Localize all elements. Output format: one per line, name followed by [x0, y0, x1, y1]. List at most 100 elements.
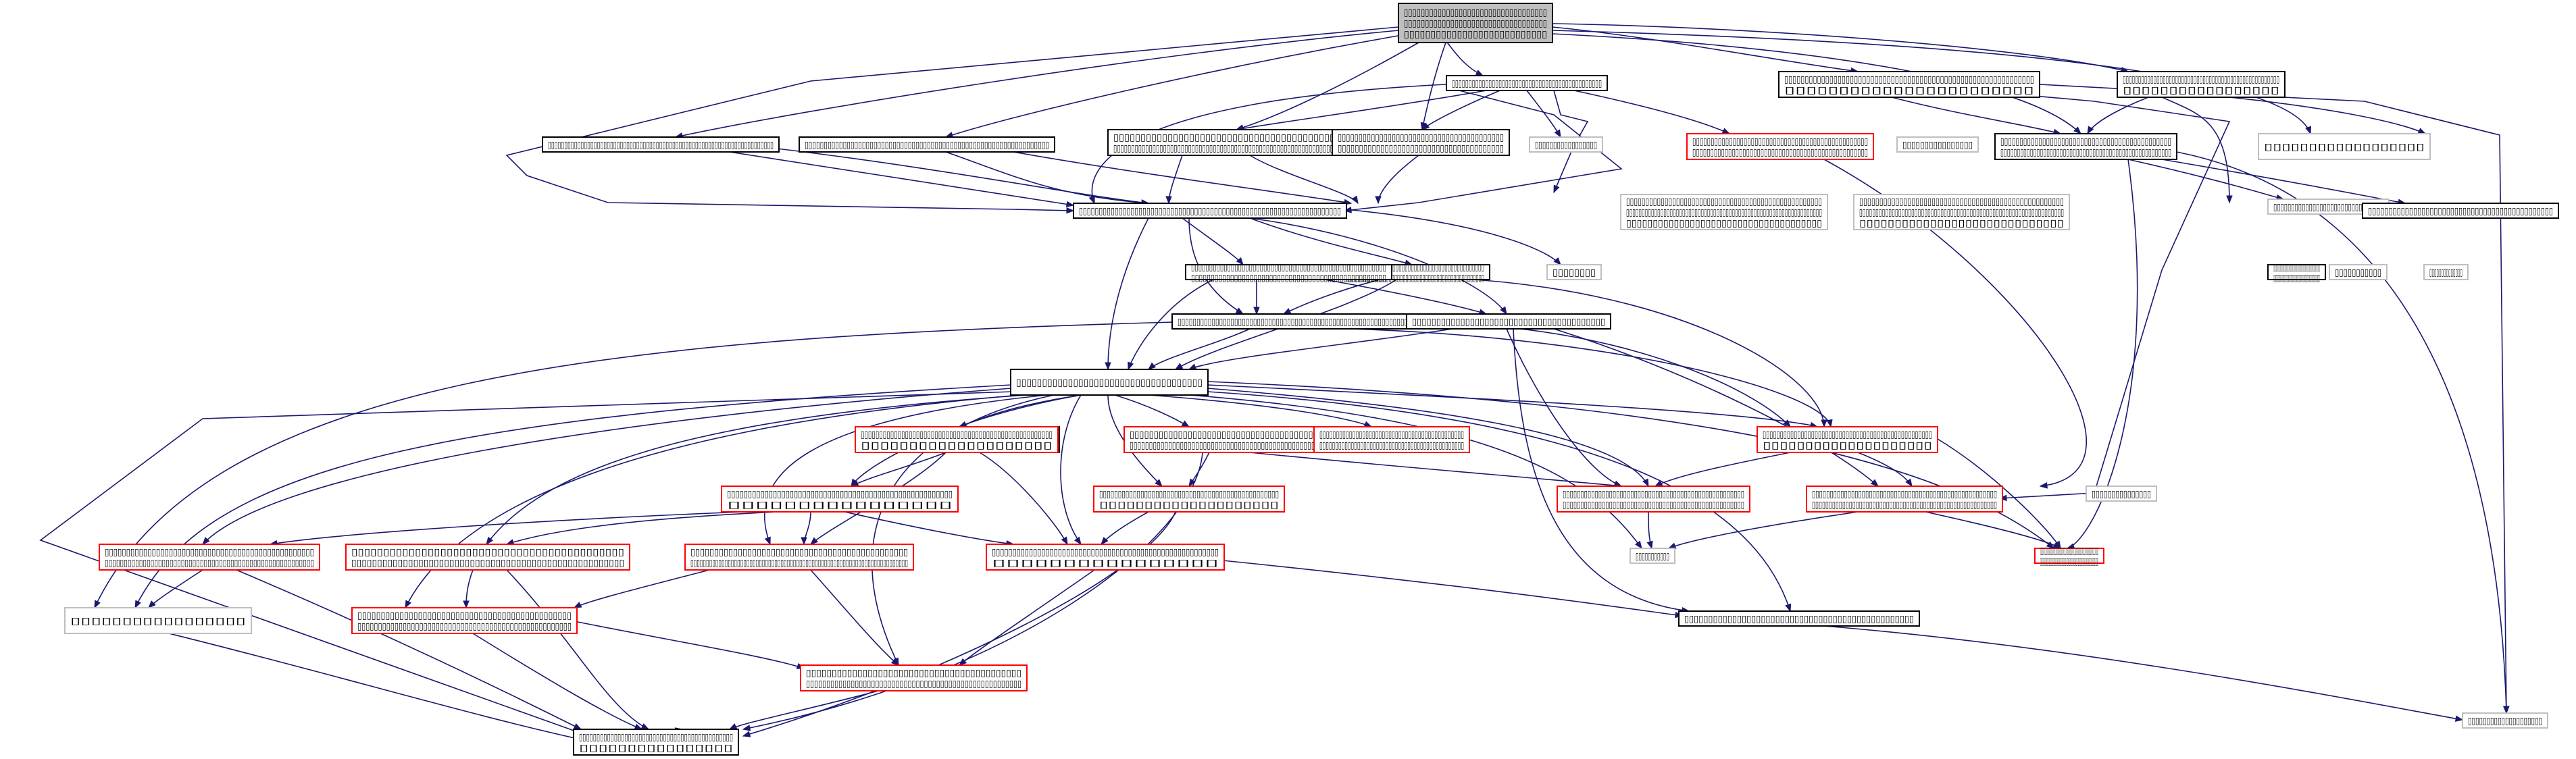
- graph-node-n4[interactable]: ▯▯▯▯▯▯▯▯▯▯▯▯▯▯▯▯▯▯▯▯▯▯▯▯▯▯▯▯▯▯▯▯▯▯▯▯▯▯▯▯…: [1107, 129, 1357, 156]
- graph-node-n14[interactable]: ▯▯▯▯▯▯▯▯▯▯▯▯▯▯▯▯▯▯▯▯▯▯▯▯▯▯▯▯▯▯▯▯▯▯▯▯▯▯▯▯…: [1185, 262, 1392, 284]
- arrowhead-icon: [2039, 482, 2048, 489]
- edge-line: [1891, 97, 2061, 134]
- graph-node-n2[interactable]: ▯▯▯▯▯▯▯▯▯▯▯▯▯▯▯▯▯▯▯▯▯▯▯▯▯▯▯▯▯▯▯▯▯▯▯▯▯▯▯▯…: [542, 136, 780, 153]
- edge-n25-to-n40: [486, 394, 1028, 546]
- graph-node-n21[interactable]: ▯▯▯▯▯▯▯▯▯▯▯▯▯▯▯▯▯▯▯▯▯▯▯▯▯▯▯▯▯▯▯▯▯▯▯▯▯▯▯▯: [1406, 313, 1611, 330]
- node-label-line: ▯▯▯▯▯▯▯▯▯▯▯▯▯▯▯▯▯▯▯▯: [861, 440, 1053, 451]
- graph-node-n38[interactable]: ▯▯▯▯▯▯▯▯▯▯▯▯▯▯▯▯▯▯▯▯: [2462, 712, 2548, 729]
- graph-node-n22[interactable]: ▯▯▯▯▯▯▯▯▯▯▯▯▯▯▯▯▯▯▯▯▯▯▯▯▯▯▯▯▯▯▯▯▯▯▯▯: [1010, 369, 1209, 396]
- graph-node-n15[interactable]: ▯▯▯▯▯▯▯▯▯▯▯▯▯▯▯▯▯▯▯▯▯▯▯▯▯▯▯▯▯▯▯▯▯▯▯▯▯▯▯▯…: [1073, 203, 1347, 219]
- edge-n32-to-n49: [742, 511, 1176, 737]
- node-label-line: ▯▯▯▯▯▯▯▯▯▯▯▯▯▯▯▯▯▯▯▯▯▯▯▯▯▯▯▯▯▯▯▯▯▯▯▯▯▯▯▯…: [1113, 143, 1351, 154]
- edge-n8-to-n12: [2087, 97, 2149, 135]
- graph-node-n37[interactable]: ▯▯▯▯▯▯▯▯▯▯▯▯▯▯: [2423, 264, 2469, 280]
- edge-n15-to-n20: [1182, 217, 1244, 266]
- graph-node-n9[interactable]: ▯▯▯▯▯▯▯▯▯▯▯▯▯▯▯▯: [1896, 136, 1979, 153]
- node-box: [1529, 136, 1603, 153]
- graph-node-n10[interactable]: ▯▯▯▯▯▯▯▯▯▯▯▯▯▯▯▯▯▯▯▯▯▯▯▯▯▯▯▯▯▯▯▯▯▯▯▯▯▯▯▯…: [1686, 133, 1874, 160]
- arrowhead-icon: [1105, 362, 1111, 371]
- node-box: [1620, 194, 1828, 230]
- graph-node-n36[interactable]: ▯▯▯▯▯▯▯▯▯▯▯: [2329, 264, 2388, 280]
- graph-node-n19[interactable]: ▯▯▯▯▯▯▯▯▯▯▯▯▯▯▯▯▯▯▯▯▯▯▯▯▯▯▯▯▯▯▯▯▯▯▯▯▯▯▯▯…: [2362, 203, 2559, 219]
- graph-node-n7[interactable]: ▯▯▯▯▯▯▯▯▯▯▯▯▯▯▯▯▯▯▯▯▯▯▯▯▯▯▯▯▯▯▯▯▯▯▯▯▯▯▯▯…: [1778, 71, 2040, 98]
- graph-node-n48[interactable]: ▯▯▯▯▯▯▯▯▯▯▯▯▯▯▯▯▯▯▯▯▯▯▯▯▯▯▯▯▯▯▯▯▯▯▯▯▯▯▯▯…: [351, 607, 578, 634]
- graph-node-n8[interactable]: ▯▯▯▯▯▯▯▯▯▯▯▯▯▯▯▯▯▯▯▯▯▯▯▯▯▯▯▯▯▯▯▯▯▯▯▯▯▯▯▯…: [2117, 71, 2285, 98]
- graph-node-n26[interactable]: ▯▯▯▯▯▯▯▯▯▯▯▯▯▯▯▯▯▯▯▯▯▯▯▯▯▯▯▯▯▯▯▯▯▯▯▯▯▯▯▯…: [2267, 262, 2326, 284]
- graph-node-n34[interactable]: ▯▯▯▯▯▯▯▯▯▯▯▯▯▯▯▯▯▯▯▯▯▯▯▯▯▯▯▯▯▯▯▯▯▯▯▯▯▯▯▯…: [1806, 486, 2003, 513]
- arrowhead-icon: [1065, 201, 1075, 208]
- graph-node-n5[interactable]: ▯▯▯▯▯▯▯▯▯▯▯▯▯▯▯▯▯▯▯▯▯▯▯▯▯▯▯▯▯▯▯▯▯▯▯▯▯▯▯▯…: [1332, 129, 1510, 156]
- node-label-line: ▯▯▯▯▯▯▯▯▯▯▯▯▯▯▯▯▯▯▯▯▯▯▯▯▯▯▯▯▯▯▯▯▯▯▯▯▯▯▯▯…: [105, 547, 314, 558]
- edge-line: [1553, 90, 1589, 193]
- node-box: [1073, 203, 1347, 219]
- edge-line: [94, 321, 1174, 608]
- arrowhead-icon: [148, 600, 156, 608]
- node-box: [1806, 486, 2003, 513]
- edge-n28-to-n33: [1249, 452, 1623, 489]
- arrowhead-icon: [1785, 603, 1792, 612]
- node-label-line: ▯▯▯▯▯▯▯▯▯▯▯▯▯▯▯▯▯▯▯▯▯▯▯: [1784, 85, 2034, 96]
- graph-node-n30[interactable]: ▯▯▯▯▯▯▯▯▯▯▯▯▯▯▯▯▯▯▯▯▯▯▯▯▯▯▯▯▯▯▯▯▯▯▯▯▯▯▯▯…: [1757, 426, 1938, 453]
- graph-node-n11[interactable]: ▯▯▯▯▯▯▯▯▯▯▯▯▯▯▯▯▯▯: [2258, 133, 2431, 160]
- graph-node-n6[interactable]: ▯▯▯▯▯▯▯▯▯▯▯▯▯▯▯▯▯: [1529, 136, 1603, 153]
- edge-n47-to-n49: [168, 633, 582, 741]
- edge-line: [2229, 97, 2426, 134]
- graph-node-n32[interactable]: ▯▯▯▯▯▯▯▯▯▯▯▯▯▯▯▯▯▯▯▯▯▯▯▯▯▯▯▯▯▯▯▯▯▯▯▯▯▯▯▯…: [1093, 486, 1285, 513]
- arrowhead-icon: [1147, 362, 1157, 370]
- graph-node-n29[interactable]: ▯▯▯▯▯▯▯▯▯▯▯▯▯▯▯▯▯▯▯▯▯▯▯▯▯▯▯▯▯▯▯▯▯▯▯▯▯▯▯▯…: [1313, 426, 1470, 453]
- graph-node-n17[interactable]: ▯▯▯▯▯▯▯▯▯▯▯▯▯▯▯▯▯▯▯▯▯▯▯▯▯▯▯▯▯▯▯▯▯▯▯▯▯▯▯▯…: [1853, 194, 2070, 230]
- graph-node-n46[interactable]: ▯▯▯▯▯▯▯▯▯▯▯▯▯▯▯▯▯▯▯▯▯▯▯▯▯▯▯▯▯▯▯▯▯▯▯▯▯▯▯▯…: [1678, 610, 1920, 627]
- graph-node-n49[interactable]: ▯▯▯▯▯▯▯▯▯▯▯▯▯▯▯▯▯▯▯▯▯▯▯▯▯▯▯▯▯▯▯▯▯▯▯▯▯▯▯▯…: [573, 729, 739, 756]
- graph-node-n27[interactable]: ▯▯▯▯▯▯▯▯▯▯▯▯▯▯▯▯▯▯▯▯▯▯▯▯▯▯▯▯▯▯▯▯▯▯▯▯▯▯▯▯…: [855, 426, 1059, 453]
- node-label-line: ▯▯▯▯▯▯▯▯▯▯▯▯▯▯▯▯▯▯▯▯▯▯▯▯▯▯▯▯▯▯▯▯▯▯▯▯▯▯▯▯…: [579, 732, 733, 743]
- graph-node-n39[interactable]: ▯▯▯▯▯▯▯▯▯▯▯▯▯▯▯▯▯▯▯▯▯▯▯▯▯▯▯▯▯▯▯▯▯▯▯▯▯▯▯▯…: [99, 544, 320, 571]
- arrowhead-icon: [1235, 307, 1244, 315]
- graph-node-n12[interactable]: ▯▯▯▯▯▯▯▯▯▯▯▯▯▯▯▯▯▯▯▯▯▯▯▯▯▯▯▯▯▯▯▯▯▯▯▯▯▯▯▯…: [1994, 133, 2177, 160]
- graph-node-n20[interactable]: ▯▯▯▯▯▯▯▯▯▯▯▯▯▯▯▯▯▯▯▯▯▯▯▯▯▯▯▯▯▯▯▯▯▯▯▯▯▯▯▯…: [1171, 313, 1433, 330]
- graph-node-n3[interactable]: ▯▯▯▯▯▯▯▯▯▯▯▯▯▯▯▯▯▯▯▯▯▯▯▯▯▯▯▯▯▯▯▯▯▯▯▯▯▯▯▯…: [799, 136, 1055, 153]
- graph-node-n47[interactable]: ▯▯▯▯▯▯▯▯▯▯▯▯▯▯▯▯▯: [64, 607, 252, 634]
- edge-line: [1207, 388, 1649, 487]
- node-label-line: ▯▯▯▯▯▯▯▯▯▯▯▯▯▯▯▯▯▯▯▯: [1763, 440, 1932, 451]
- node-label-line: ▯▯▯▯▯▯▯▯▯▯▯▯▯▯▯▯▯▯▯▯▯▯▯▯▯▯▯▯▯▯▯▯▯▯▯▯▯▯▯▯…: [548, 140, 774, 151]
- graph-node-n43[interactable]: ▯▯▯▯▯▯▯▯▯▯▯▯▯▯▯▯▯▯▯▯▯▯▯▯▯▯▯▯▯▯▯▯▯▯▯▯▯▯▯▯…: [986, 544, 1225, 571]
- graph-node-n18[interactable]: ▯▯▯▯▯▯▯▯▯▯▯▯▯▯▯▯▯▯▯▯▯▯▯▯▯▯▯▯▯▯▯: [2267, 199, 2390, 215]
- node-box: [1630, 548, 1675, 564]
- arrowhead-icon: [958, 658, 967, 666]
- graph-node-n31[interactable]: ▯▯▯▯▯▯▯▯▯▯▯▯▯▯▯▯▯▯▯▯▯▯▯▯▯▯▯▯▯▯▯▯▯▯▯▯▯▯▯▯…: [721, 486, 959, 513]
- graph-node-n41[interactable]: ▯▯▯▯▯▯▯▯▯▯▯: [1630, 548, 1675, 564]
- graph-node-n28[interactable]: ▯▯▯▯▯▯▯▯▯▯▯▯▯▯▯▯▯▯▯▯▯▯▯▯▯▯▯▯▯▯▯▯▯▯▯▯▯▯▯▯…: [1123, 426, 1329, 453]
- edge-n15-to-n24: [1249, 217, 1507, 315]
- graph-node-n1[interactable]: ▯▯▯▯▯▯▯▯▯▯▯▯▯▯▯▯▯▯▯▯▯▯▯▯▯▯▯▯▯▯▯▯▯▯▯▯▯▯▯▯…: [1446, 75, 1608, 91]
- arrowhead-icon: [2073, 126, 2081, 134]
- arrowhead-icon: [640, 723, 650, 730]
- node-label-line: ▯▯▯▯▯▯▯▯▯▯▯▯▯▯▯▯▯▯▯▯▯▯▯▯▯▯▯▯▯▯▯▯▯▯▯▯▯▯▯▯…: [805, 140, 1049, 151]
- graph-node-n44[interactable]: ▯▯▯▯▯▯▯▯▯▯▯▯▯▯▯▯▯▯▯▯▯▯▯▯▯▯▯▯▯▯▯▯▯▯▯▯▯▯▯▯…: [800, 664, 1028, 691]
- node-box: [986, 544, 1225, 571]
- graph-node-n45[interactable]: ▯▯▯▯▯▯▯▯▯▯▯▯▯▯▯▯▯▯▯▯▯▯▯▯▯▯▯▯▯▯▯▯▯▯▯▯▯▯▯▯…: [2034, 546, 2104, 567]
- edge-n24-to-n46: [1513, 328, 1690, 614]
- node-label-line: ▯▯▯▯▯▯▯▯▯▯▯▯▯▯▯▯▯▯▯▯▯▯▯▯▯▯▯▯▯▯▯▯▯▯▯▯▯▯▯▯…: [690, 558, 908, 569]
- edge-n40-to-n48: [463, 569, 474, 609]
- graph-node-n40[interactable]: ▯▯▯▯▯▯▯▯▯▯▯▯▯▯▯▯▯▯▯▯▯▯▯▯▯▯▯▯▯▯▯▯▯▯▯▯▯▯▯▯…: [345, 544, 630, 571]
- arrowhead-icon: [1554, 129, 1561, 138]
- arrowhead-icon: [809, 537, 819, 545]
- edge-n20-to-n24: [1317, 278, 1488, 315]
- arrowhead-icon: [1282, 308, 1292, 315]
- graph-node-n35[interactable]: ▯▯▯▯▯▯▯▯▯▯▯▯▯▯▯: [2086, 486, 2157, 502]
- edge-n39-to-n49: [236, 569, 582, 730]
- graph-node-n0[interactable]: ▯▯▯▯▯▯▯▯▯▯▯▯▯▯▯▯▯▯▯▯▯▯▯▯▯▯▯▯▯▯▯▯▯▯▯▯▯▯▯▯…: [1398, 3, 1553, 43]
- node-box: [1757, 426, 1938, 453]
- arrowhead-icon: [2417, 128, 2427, 134]
- edge-n0-to-n7: [1552, 26, 1859, 74]
- edge-n0-to-n10: [1552, 33, 2081, 134]
- arrowhead-icon: [1165, 196, 1172, 205]
- arrowhead-icon: [2502, 706, 2510, 714]
- graph-node-n42[interactable]: ▯▯▯▯▯▯▯▯▯▯▯▯▯▯▯▯▯▯▯▯▯▯▯▯▯▯▯▯▯▯▯▯▯▯▯▯▯▯▯▯…: [684, 544, 914, 571]
- graph-node-n33[interactable]: ▯▯▯▯▯▯▯▯▯▯▯▯▯▯▯▯▯▯▯▯▯▯▯▯▯▯▯▯▯▯▯▯▯▯▯▯▯▯▯▯…: [1557, 486, 1750, 513]
- edge-n4-to-n14: [1249, 155, 1359, 205]
- graph-node-n23[interactable]: ▯▯▯▯▯▯▯▯: [1546, 264, 1602, 280]
- edge-n25-to-n29: [1148, 394, 1373, 427]
- edge-n25-to-n46: [1207, 391, 1792, 612]
- graph-node-n16[interactable]: ▯▯▯▯▯▯▯▯▯▯▯▯▯▯▯▯▯▯▯▯▯▯▯▯▯▯▯▯▯▯▯▯▯▯▯▯▯▯▯▯…: [1620, 194, 1828, 230]
